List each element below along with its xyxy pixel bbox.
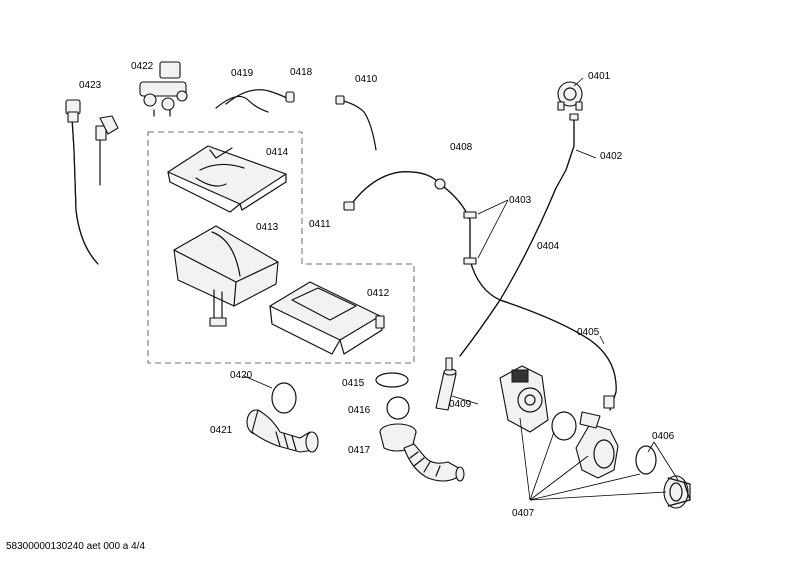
label-0410: 0410 (355, 74, 378, 85)
part-0414-drawer-cover (167, 145, 287, 213)
label-0406: 0406 (652, 431, 675, 442)
part-0413-detergent-drawer (173, 225, 279, 327)
part-0421-hose (246, 409, 319, 453)
part-0422-inlet-valve (139, 61, 188, 117)
label-0403: 0403 (509, 195, 532, 206)
label-0413: 0413 (256, 222, 279, 233)
part-0404-pressure-tube (459, 187, 557, 357)
part-0419-hose (215, 95, 269, 113)
part-0418-hose (225, 89, 295, 105)
label-0401: 0401 (588, 71, 611, 82)
label-0423: 0423 (79, 80, 102, 91)
label-0420: 0420 (230, 370, 253, 381)
leader-lines (243, 77, 679, 501)
label-0421: 0421 (210, 425, 233, 436)
detergent-drawer-group-box (147, 131, 415, 364)
part-0410-hose (335, 95, 377, 151)
label-0409: 0409 (449, 399, 472, 410)
part-0423-inlet-hoses (65, 99, 119, 265)
part-0406-filter (663, 475, 691, 509)
part-0407-drain-pump (499, 365, 657, 479)
label-0412: 0412 (367, 288, 390, 299)
part-0409-air-trap (435, 357, 457, 411)
label-0415: 0415 (342, 378, 365, 389)
part-0415-seal-ring (375, 372, 409, 388)
drawing-reference-footer: 58300000130240 aet 000 a 4/4 (6, 541, 146, 552)
part-0416-ball (386, 396, 410, 420)
part-0412-drawer-housing (269, 281, 385, 355)
label-0405: 0405 (577, 327, 600, 338)
part-0420-gasket (271, 382, 297, 414)
label-0416: 0416 (348, 405, 371, 416)
label-0408: 0408 (450, 142, 473, 153)
label-0414: 0414 (266, 147, 289, 158)
label-0402: 0402 (600, 151, 623, 162)
label-0404: 0404 (537, 241, 560, 252)
label-0411: 0411 (309, 219, 331, 230)
part-0408-hose (343, 171, 617, 411)
part-0402-pressure-hose (555, 113, 579, 189)
label-0422: 0422 (131, 61, 154, 72)
part-0401-pressure-switch (557, 81, 583, 111)
part-0417-sump-hose (379, 423, 465, 482)
label-0418: 0418 (290, 67, 313, 78)
label-0407: 0407 (512, 508, 535, 519)
label-0419: 0419 (231, 68, 254, 79)
label-0417: 0417 (348, 445, 371, 456)
